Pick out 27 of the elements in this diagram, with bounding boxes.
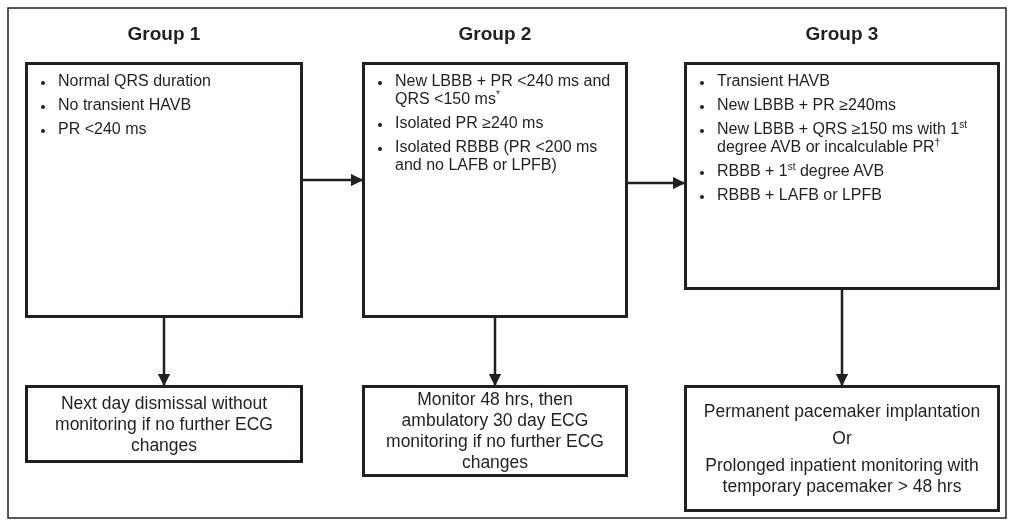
outcome-text: Next day dismissal without monitoring if no further ECG changes — [54, 392, 274, 456]
arrow — [835, 290, 849, 387]
bullet-item: Isolated RBBB (PR <200 ms and no LAFB or LPFB) — [395, 138, 598, 173]
bullet-item: New LBBB + PR <240 ms and QRS <150 ms$^{*}$ — [395, 72, 611, 107]
bullet-item: New LBBB + PR ≥240ms — [717, 96, 897, 113]
group-heading: Group 1 — [126, 23, 202, 45]
arrow — [488, 318, 502, 387]
bullet-item: Isolated PR ≥240 ms — [395, 114, 544, 131]
outcome-text: Monitor 48 hrs, then ambulatory 30 day ECG monitoring if no further ECG changes — [385, 389, 605, 473]
bullet-item: New LBBB + QRS ≥150 ms with 1$^{st}$ degree AVB or incalculable PR$^{†}$ — [717, 120, 967, 155]
arrow — [157, 318, 171, 387]
group-heading: Group 2 — [457, 23, 533, 45]
outcome-text: Permanent pacemaker implantation — [702, 400, 982, 422]
process-box — [684, 385, 1000, 512]
bullet-item: RBBB + 1$^{st}$ degree AVB — [717, 162, 885, 179]
process-box — [362, 385, 628, 477]
outcome-text: Or — [831, 427, 853, 449]
bullet-item: RBBB + LAFB or LPFB — [717, 186, 882, 203]
process-box — [25, 385, 303, 463]
bullet-item: No transient HAVB — [58, 96, 192, 113]
group-heading: Group 3 — [804, 23, 880, 45]
arrow — [628, 176, 686, 190]
bullet-item: PR <240 ms — [58, 120, 147, 137]
outcome-text: Prolonged inpatient monitoring with temporary pacemaker > 48 hrs — [704, 454, 980, 497]
arrow — [303, 173, 364, 187]
bullet-item: Normal QRS duration — [58, 72, 211, 89]
bullet-item: Transient HAVB — [717, 72, 830, 89]
